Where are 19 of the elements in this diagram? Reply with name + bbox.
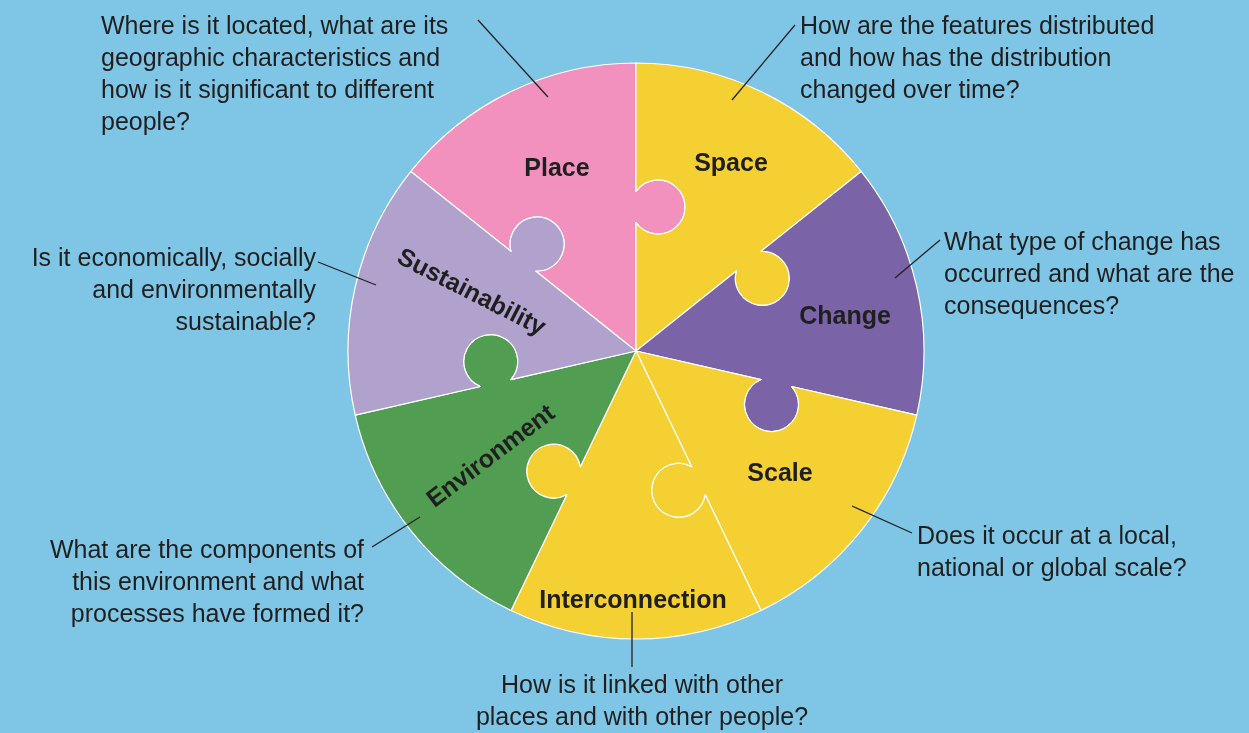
leader-line	[894, 239, 941, 279]
piece-label: Change	[799, 300, 891, 330]
question-text: What type of change has occurred and what are the consequences?	[944, 225, 1249, 321]
piece-label: Place	[524, 152, 590, 182]
question-text: Does it occur at a local, national or global scale?	[917, 519, 1217, 583]
piece-label: Interconnection	[539, 584, 727, 614]
question-text: How is it linked with other places and with other people?	[472, 668, 812, 732]
leader-line	[477, 19, 549, 98]
question-text: Is it economically, socially and environmentally sustainable?	[2, 241, 316, 337]
piece-label: Space	[694, 147, 768, 177]
leader-line	[631, 611, 633, 668]
question-text: Where is it located, what are its geographic characteristics and how is it significant to different people?	[101, 9, 486, 137]
question-text: How are the features distributed and how has the distribution changed over time?	[800, 9, 1192, 105]
piece-label: Scale	[747, 457, 813, 487]
leader-line	[317, 261, 377, 286]
question-text: What are the components of this environment and what processes have formed it?	[14, 533, 364, 629]
leader-line	[371, 516, 421, 548]
leader-line	[851, 505, 913, 534]
leader-line	[731, 24, 796, 101]
